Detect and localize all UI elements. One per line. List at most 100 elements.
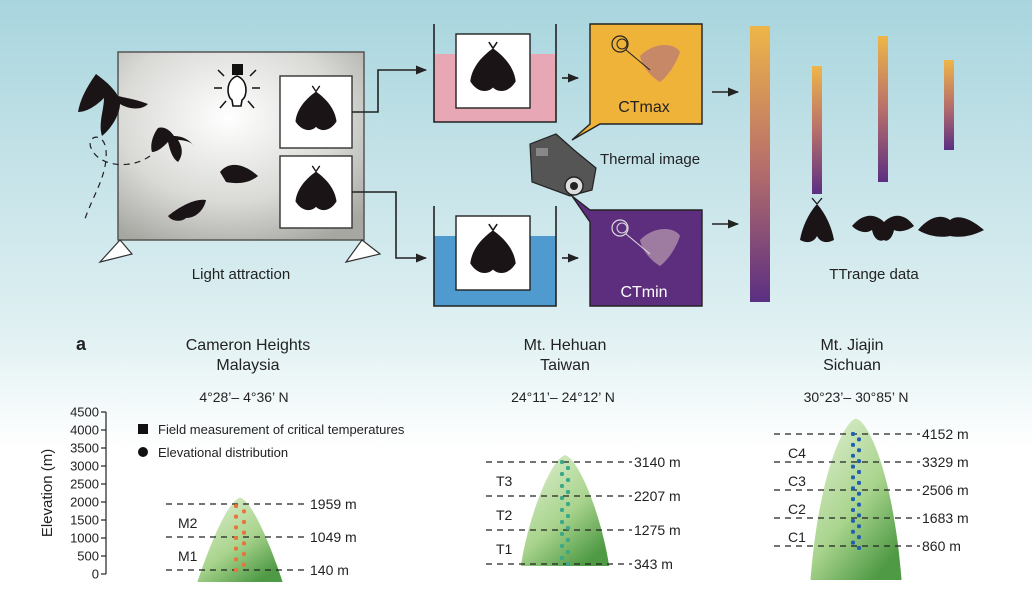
legend-square-label: Field measurement of critical temperatur… (158, 422, 405, 437)
zone-label: C4 (788, 445, 806, 461)
elevation-label: 860 m (922, 538, 961, 554)
trap-sample-frame-top (279, 75, 353, 149)
y-tick-label: 4000 (70, 423, 99, 438)
y-tick-label: 500 (77, 549, 99, 564)
y-tick-label: 3500 (70, 441, 99, 456)
elevation-label: 140 m (310, 562, 349, 578)
distribution-dot (560, 496, 564, 500)
elevation-label: 343 m (634, 556, 673, 572)
distribution-dot (851, 442, 855, 447)
distribution-dot (851, 529, 855, 534)
elevation-label: 2207 m (634, 488, 681, 504)
distribution-dot (566, 466, 570, 470)
distribution-dot (566, 502, 570, 506)
distribution-dot (851, 518, 855, 523)
y-tick-label: 1500 (70, 513, 99, 528)
distribution-dot (857, 513, 861, 518)
mountain-silhouette (520, 454, 610, 566)
mountain-silhouette (197, 497, 283, 582)
legend-square-marker (138, 424, 148, 434)
site-region: Taiwan (540, 357, 590, 374)
light-attraction-label: Light attraction (192, 266, 290, 283)
distribution-dot (851, 508, 855, 512)
distribution-dot (566, 478, 570, 482)
zone-label: M2 (178, 515, 198, 531)
elevation-label: 3329 m (922, 454, 969, 470)
legend-circle-label: Elevational distribution (158, 445, 288, 460)
arrow-to-hot-bath (352, 65, 428, 113)
distribution-dot (851, 497, 855, 502)
distribution-dot (234, 504, 238, 508)
distribution-dot (560, 532, 564, 536)
y-tick-label: 2500 (70, 477, 99, 492)
zone-label: T1 (496, 541, 513, 557)
distribution-dot (560, 460, 564, 464)
distribution-dot (560, 472, 564, 476)
elevation-label: 1049 m (310, 529, 357, 545)
distribution-dot (857, 459, 861, 464)
moth-icon (852, 215, 914, 241)
distribution-dot (242, 520, 246, 524)
y-tick-label: 1000 (70, 531, 99, 546)
zone-label: T2 (496, 507, 513, 523)
distribution-dot (560, 520, 564, 524)
flying-moth-icon (78, 74, 148, 136)
distribution-dot (857, 437, 861, 442)
site-name: Cameron Heights (186, 337, 311, 354)
ctmax-label: CTmax (618, 99, 670, 116)
mountain-silhouette (810, 418, 902, 580)
flight-path (83, 136, 151, 223)
zone-label: M1 (178, 548, 198, 564)
distribution-dot (234, 536, 238, 540)
distribution-dot (851, 453, 855, 458)
distribution-dot (566, 562, 570, 566)
panel-label: a (76, 334, 87, 354)
species-range-bar (944, 60, 954, 150)
distribution-dot (851, 486, 855, 491)
elevation-label: 4152 m (922, 426, 969, 442)
distribution-dot (234, 568, 238, 572)
distribution-dot (857, 491, 861, 496)
elevation-label: 1959 m (310, 496, 357, 512)
elevation-label: 1275 m (634, 522, 681, 538)
light-bulb-icon (214, 64, 260, 109)
ttrange-gradient-bar (750, 26, 770, 302)
site-coordinates: 4°28’– 4°36’ N (199, 389, 288, 405)
flying-moth-icon (151, 127, 194, 162)
site-name: Mt. Hehuan (524, 337, 607, 354)
ctmax-panel: CTmax (571, 23, 703, 141)
ttrange-label: TTrange data (829, 266, 919, 283)
trap-sample-frame-bottom (279, 155, 353, 229)
species-range-bar (878, 36, 888, 182)
distribution-dot (566, 490, 570, 494)
zone-label: C1 (788, 529, 806, 545)
legend: Field measurement of critical temperatur… (138, 422, 405, 460)
site-region: Sichuan (823, 357, 881, 374)
distribution-dot (234, 525, 238, 530)
zone-label: T3 (496, 473, 513, 489)
site-coordinates: 30°23’– 30°85’ N (804, 389, 909, 405)
distribution-dot (857, 448, 861, 453)
moth-icon (918, 216, 984, 237)
distribution-dot (857, 470, 861, 474)
y-tick-label: 2000 (70, 495, 99, 510)
distribution-dot (242, 530, 246, 535)
moth-icon (168, 199, 206, 221)
species-range-bar (812, 66, 822, 194)
distribution-dot (234, 514, 238, 519)
distribution-dot (242, 541, 246, 546)
distribution-dot (242, 509, 246, 514)
distribution-dot (242, 562, 246, 567)
y-tick-label: 0 (92, 567, 99, 582)
distribution-dot (234, 546, 238, 551)
distribution-dot (857, 524, 861, 529)
distribution-dot (560, 544, 564, 548)
legend-circle-marker (138, 447, 148, 457)
distribution-dot (851, 475, 855, 480)
moth-icon (800, 197, 834, 243)
site-region: Malaysia (216, 357, 279, 374)
site-name: Mt. Jiajin (820, 337, 883, 354)
